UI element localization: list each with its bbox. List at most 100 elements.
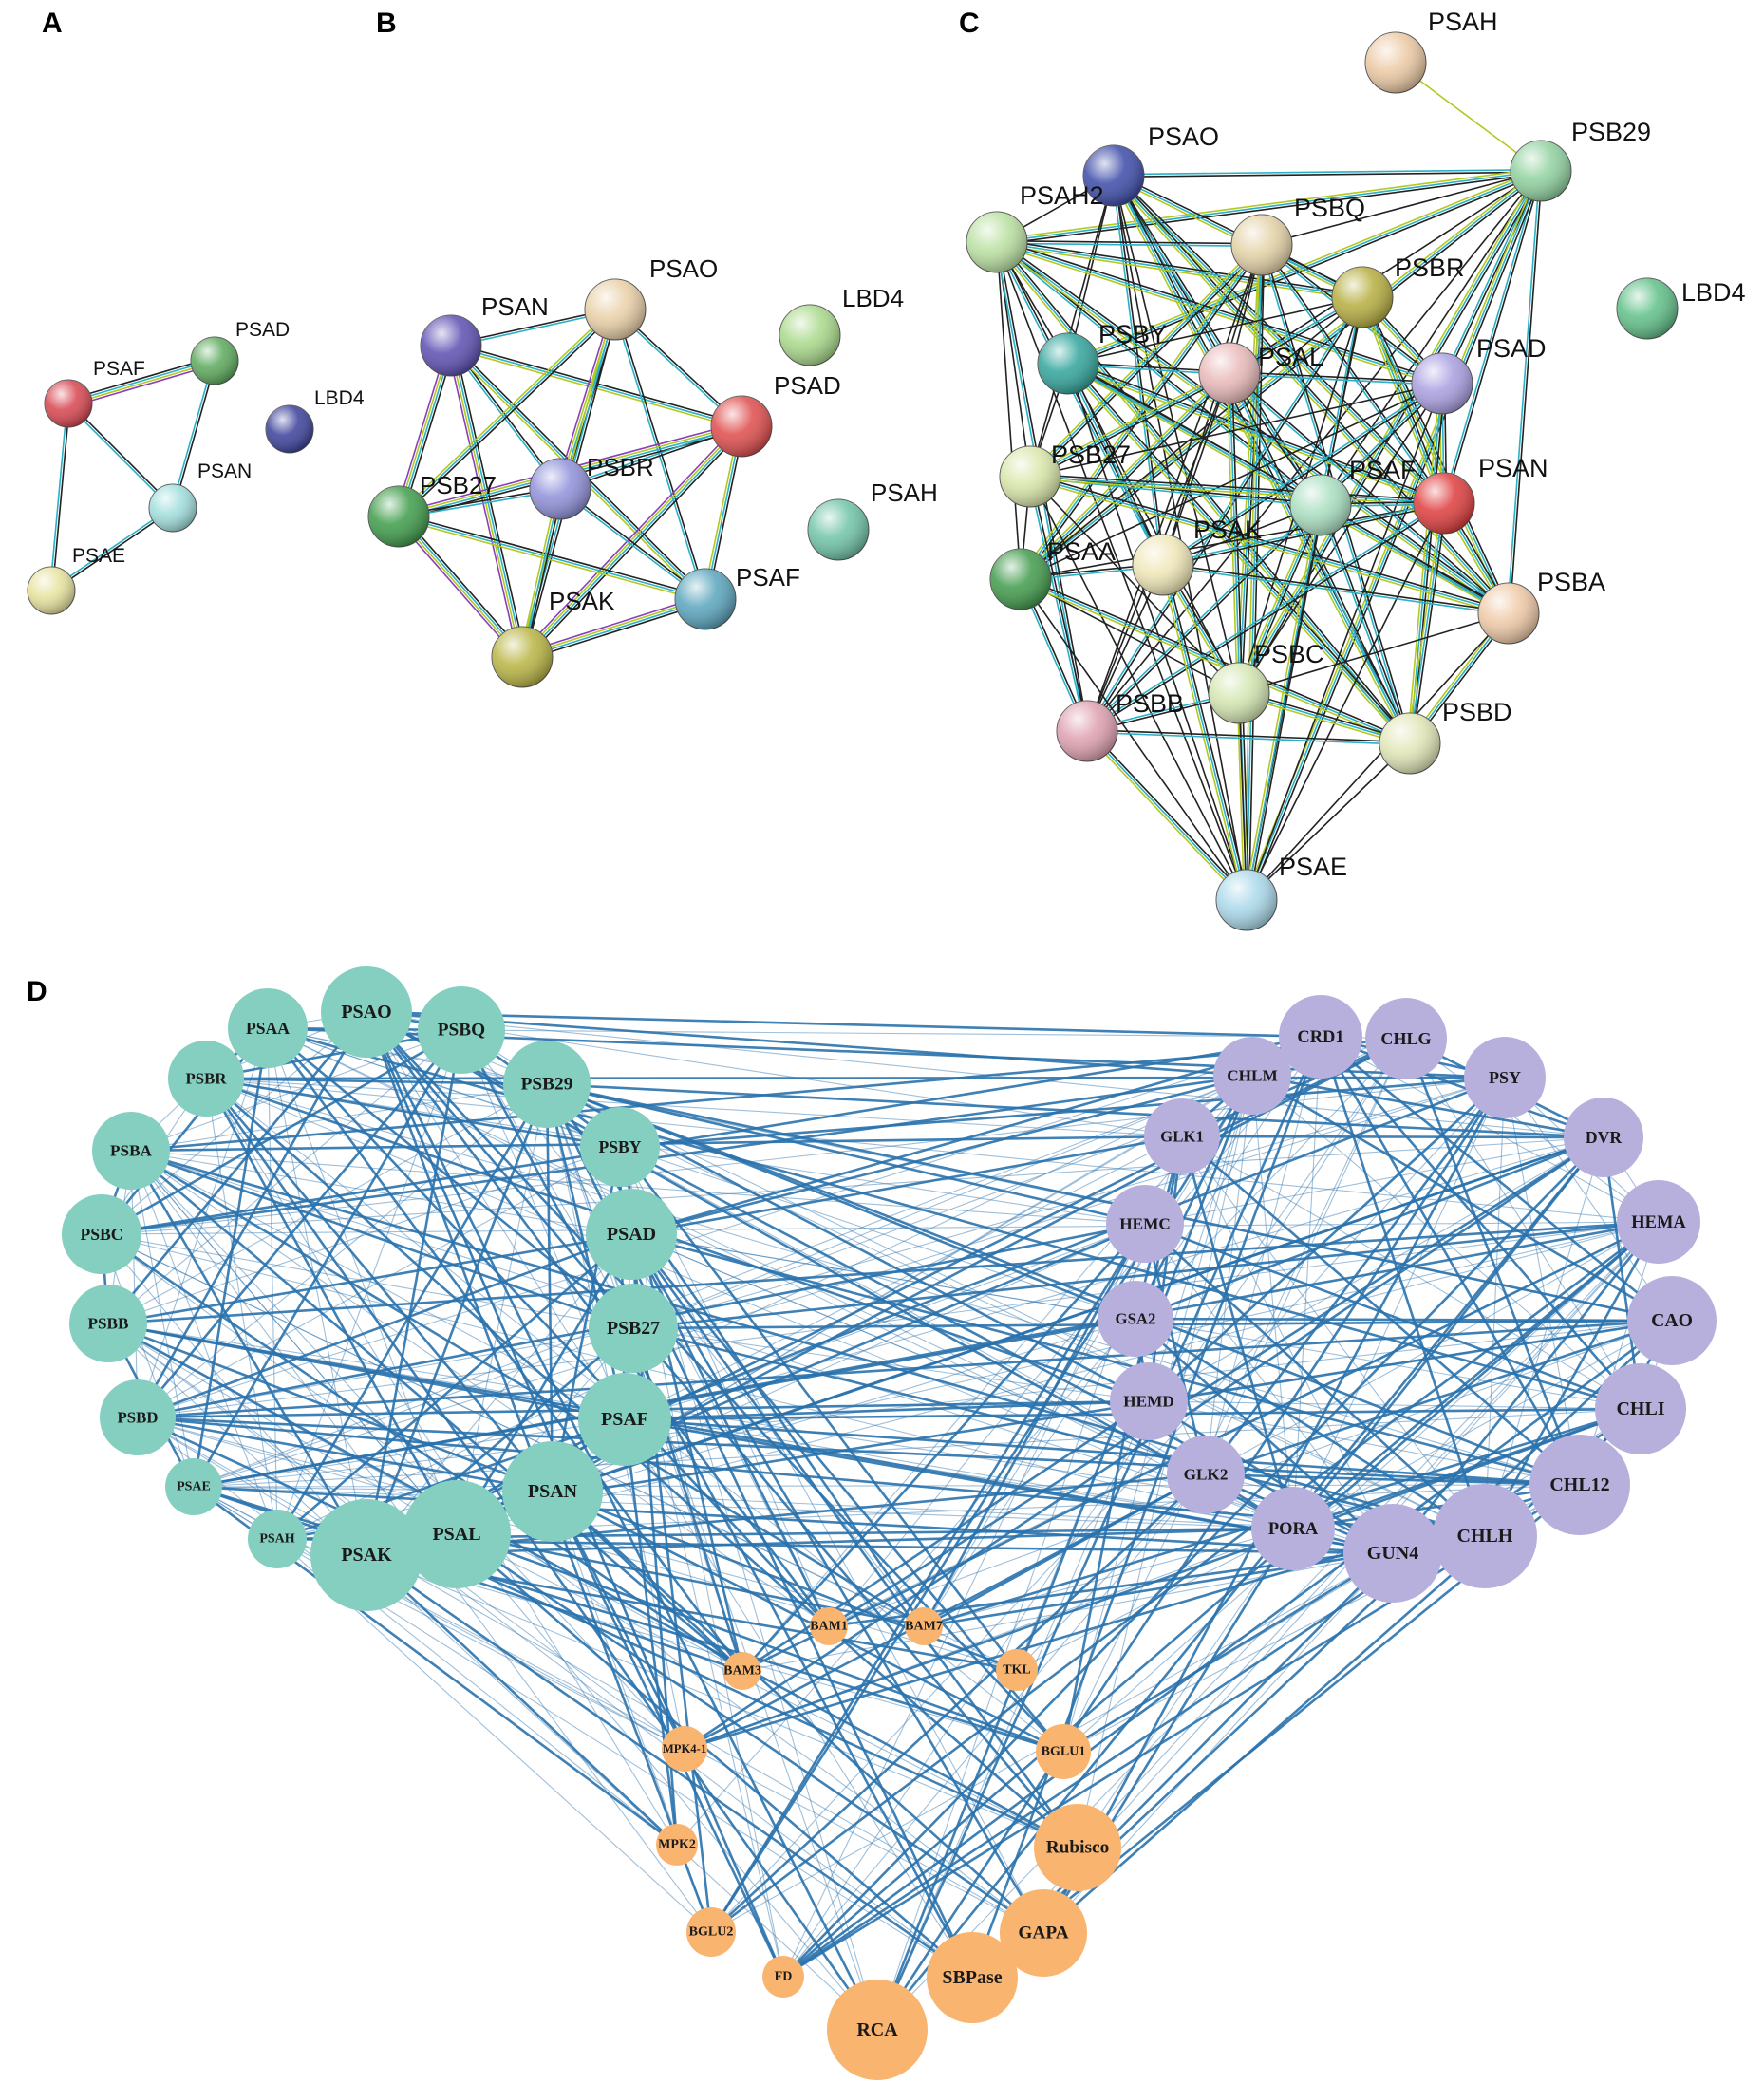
- d-edge: [828, 1320, 1673, 1627]
- d-node-psae[interactable]: PSAE: [165, 1458, 222, 1515]
- c-node-psan[interactable]: PSAN: [1413, 454, 1548, 535]
- d-edge: [1251, 1075, 1294, 1529]
- c-node-psak[interactable]: PSAK: [1132, 516, 1262, 596]
- b-node-psb27[interactable]: PSB27: [367, 471, 497, 548]
- d-node-psbr[interactable]: PSBR: [168, 1041, 244, 1117]
- c-edge: [1162, 564, 1248, 901]
- a-node-psan[interactable]: PSAN: [148, 460, 252, 533]
- d-node-psao[interactable]: PSAO: [321, 966, 412, 1058]
- node-circle: [69, 1285, 147, 1362]
- d-node-psal[interactable]: PSAL: [403, 1480, 511, 1588]
- c-node-psb27[interactable]: PSB27: [999, 441, 1131, 508]
- c-node-psal[interactable]: PSAL: [1198, 342, 1323, 404]
- d-node-dvr[interactable]: DVR: [1564, 1098, 1643, 1177]
- d-node-psba[interactable]: PSBA: [92, 1112, 170, 1190]
- a-node-lbd4[interactable]: LBD4: [265, 387, 365, 454]
- node-label: SBPase: [942, 1967, 1002, 1988]
- d-node-chli[interactable]: CHLI: [1595, 1363, 1686, 1454]
- a-node-psaf[interactable]: PSAF: [44, 358, 145, 428]
- c-node-psah[interactable]: PSAH: [1364, 8, 1498, 94]
- d-node-gapa[interactable]: GAPA: [1000, 1889, 1087, 1977]
- b-node-psao[interactable]: PSAO: [584, 254, 718, 341]
- d-node-tkl[interactable]: TKL: [996, 1649, 1038, 1691]
- b-node-psaf[interactable]: PSAF: [674, 563, 800, 630]
- b-node-psah[interactable]: PSAH: [807, 479, 938, 561]
- c-node-psby[interactable]: PSBY: [1037, 320, 1167, 395]
- d-edge: [204, 1078, 459, 1535]
- d-node-chl12[interactable]: CHL12: [1529, 1435, 1630, 1535]
- node-label: PSAF: [93, 358, 145, 380]
- d-node-psby[interactable]: PSBY: [580, 1107, 660, 1187]
- d-node-rca[interactable]: RCA: [827, 1980, 928, 2080]
- d-node-chlm[interactable]: CHLM: [1213, 1037, 1291, 1115]
- node-label: PSY: [1489, 1068, 1521, 1087]
- d-node-bam3[interactable]: BAM3: [723, 1652, 761, 1690]
- d-node-hemd[interactable]: HEMD: [1110, 1362, 1188, 1440]
- d-node-psbd[interactable]: PSBD: [100, 1379, 176, 1455]
- c-edge: [1113, 175, 1510, 614]
- d-node-chlh[interactable]: CHLH: [1433, 1484, 1537, 1588]
- node-circle: [1564, 1098, 1643, 1177]
- a-node-psad[interactable]: PSAD: [190, 319, 290, 385]
- d-node-psb29[interactable]: PSB29: [503, 1041, 591, 1128]
- d-node-mpk2[interactable]: MPK2: [656, 1824, 698, 1866]
- c-node-psao[interactable]: PSAO: [1082, 122, 1219, 207]
- d-node-gun4[interactable]: GUN4: [1343, 1504, 1442, 1603]
- d-node-crd1[interactable]: CRD1: [1279, 995, 1362, 1079]
- d-node-psbq[interactable]: PSBQ: [418, 986, 505, 1074]
- d-node-hemc[interactable]: HEMC: [1106, 1185, 1184, 1263]
- d-node-rubisco[interactable]: Rubisco: [1034, 1804, 1121, 1891]
- c-node-psah2[interactable]: PSAH2: [966, 181, 1104, 273]
- d-edge: [782, 1136, 1604, 1978]
- d-node-pora[interactable]: PORA: [1251, 1487, 1335, 1570]
- c-node-lbd4[interactable]: LBD4: [1616, 277, 1746, 340]
- d-node-psah[interactable]: PSAH: [248, 1510, 307, 1568]
- c-edge: [996, 170, 1542, 243]
- d-node-chlg[interactable]: CHLG: [1365, 998, 1447, 1079]
- c-node-psbc[interactable]: PSBC: [1208, 640, 1324, 724]
- b-node-psan[interactable]: PSAN: [420, 292, 549, 377]
- c-node-psbr[interactable]: PSBR: [1331, 253, 1465, 328]
- d-node-gsa2[interactable]: GSA2: [1098, 1281, 1173, 1357]
- a-node-psae[interactable]: PSAE: [27, 545, 125, 615]
- d-node-glk1[interactable]: GLK1: [1144, 1098, 1220, 1174]
- b-node-psak[interactable]: PSAK: [491, 587, 615, 688]
- c-node-psbq[interactable]: PSBQ: [1230, 194, 1365, 276]
- d-node-glk2[interactable]: GLK2: [1167, 1436, 1245, 1513]
- d-edge: [1292, 1077, 1506, 1529]
- c-node-psbb[interactable]: PSBB: [1056, 689, 1184, 762]
- c-node-psb29[interactable]: PSB29: [1510, 118, 1651, 202]
- d-node-bam1[interactable]: BAM1: [810, 1607, 848, 1645]
- c-node-psbd[interactable]: PSBD: [1379, 698, 1512, 775]
- b-node-lbd4[interactable]: LBD4: [779, 284, 904, 366]
- node-label: GSA2: [1116, 1310, 1156, 1328]
- d-node-psan[interactable]: PSAN: [502, 1441, 603, 1542]
- d-node-cao[interactable]: CAO: [1627, 1276, 1717, 1365]
- b-node-psbr[interactable]: PSBR: [529, 453, 654, 520]
- d-node-fd[interactable]: FD: [762, 1956, 804, 1998]
- c-node-psae[interactable]: PSAE: [1215, 853, 1347, 931]
- c-node-psaa[interactable]: PSAA: [989, 537, 1116, 610]
- b-node-psad[interactable]: PSAD: [710, 371, 841, 458]
- d-node-psaf[interactable]: PSAF: [578, 1373, 671, 1466]
- d-node-hema[interactable]: HEMA: [1617, 1180, 1700, 1264]
- d-node-sbpase[interactable]: SBPase: [927, 1932, 1018, 2023]
- d-node-psbb[interactable]: PSBB: [69, 1285, 147, 1362]
- d-node-mpk4-1[interactable]: MPK4-1: [662, 1726, 707, 1772]
- d-node-bam7[interactable]: BAM7: [905, 1607, 943, 1645]
- d-node-psak[interactable]: PSAK: [310, 1499, 422, 1611]
- c-edge: [1441, 170, 1541, 503]
- c-node-psaf[interactable]: PSAF: [1289, 456, 1417, 536]
- node-label: PSAD: [774, 371, 841, 400]
- node-gloss: [1365, 32, 1426, 93]
- c-node-psba[interactable]: PSBA: [1477, 568, 1605, 645]
- d-node-psad[interactable]: PSAD: [586, 1189, 677, 1280]
- d-node-bglu1[interactable]: BGLU1: [1036, 1724, 1091, 1779]
- d-node-psy[interactable]: PSY: [1464, 1037, 1546, 1118]
- d-node-psbc[interactable]: PSBC: [62, 1194, 141, 1274]
- d-node-psb27[interactable]: PSB27: [589, 1284, 678, 1373]
- c-node-psad[interactable]: PSAD: [1411, 334, 1547, 415]
- node-label: LBD4: [1681, 278, 1746, 307]
- d-node-psaa[interactable]: PSAA: [228, 988, 308, 1068]
- d-node-bglu2[interactable]: BGLU2: [686, 1907, 736, 1957]
